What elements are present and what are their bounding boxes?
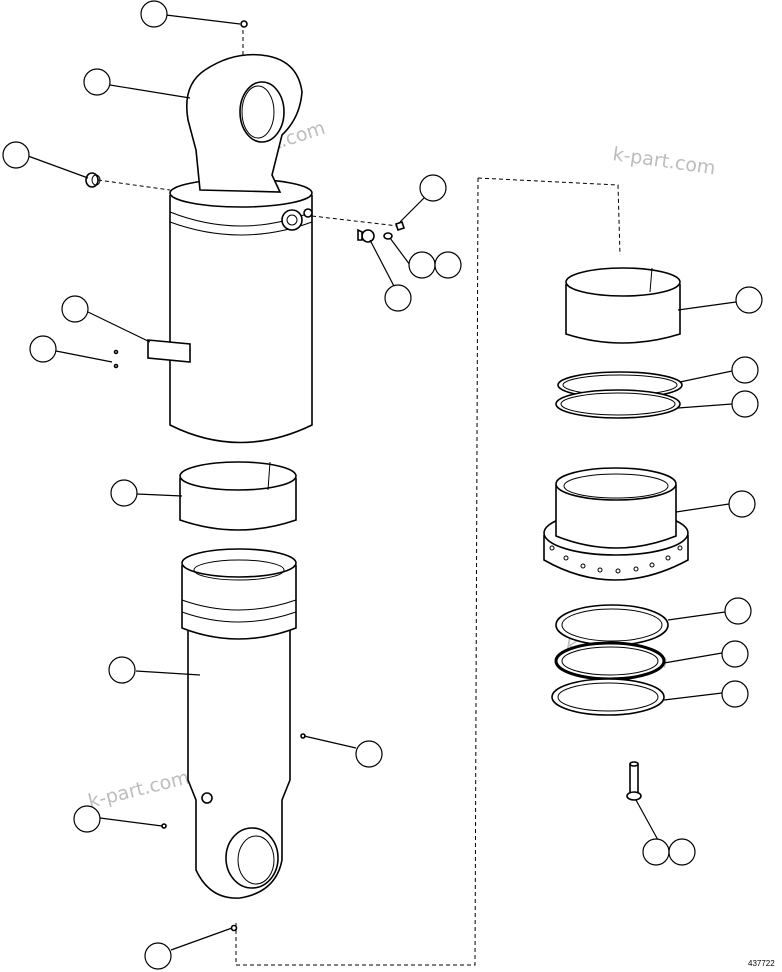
seal-ring-4 xyxy=(554,641,666,681)
bolt xyxy=(626,761,642,801)
seal-ring-3 xyxy=(555,604,669,646)
callout-14 xyxy=(144,942,172,970)
seal-ring-5 xyxy=(551,678,665,716)
callouts xyxy=(2,0,763,970)
bushing-right xyxy=(565,267,681,344)
callout-3 xyxy=(2,141,30,169)
top-bolt xyxy=(240,20,248,28)
port-fittings xyxy=(357,220,406,243)
callout-1 xyxy=(140,0,168,28)
callout-2 xyxy=(83,68,111,96)
seal-ring-2 xyxy=(555,389,681,419)
callout-23 xyxy=(668,838,696,866)
callout-10 xyxy=(110,479,138,507)
document-number: 437722 xyxy=(748,959,775,968)
callout-4 xyxy=(419,174,447,202)
callout-7 xyxy=(384,284,412,312)
port-path xyxy=(311,215,399,227)
assembly-path-line xyxy=(235,177,621,966)
piston-rod xyxy=(161,548,306,932)
callout-12 xyxy=(355,740,383,768)
callout-18 xyxy=(728,490,756,518)
callout-20 xyxy=(721,640,749,668)
callout-13 xyxy=(73,805,101,833)
callout-8 xyxy=(61,295,89,323)
callout-5 xyxy=(408,251,436,279)
callout-21 xyxy=(721,680,749,708)
callout-9 xyxy=(29,335,57,363)
cylinder-barrel xyxy=(113,20,313,444)
bushing-left xyxy=(179,461,297,531)
callout-19 xyxy=(724,597,752,625)
callout-22 xyxy=(642,838,670,866)
callout-11 xyxy=(108,656,136,684)
callout-15 xyxy=(735,286,763,314)
callout-17 xyxy=(731,390,759,418)
watermark-4: k-part.com xyxy=(86,766,192,812)
label-plate xyxy=(147,339,191,363)
grease-fitting-path xyxy=(97,179,171,191)
grease-fitting xyxy=(85,172,101,188)
callout-16 xyxy=(731,356,759,384)
watermark-2: k-part.com xyxy=(611,143,717,179)
piston-head xyxy=(543,467,689,581)
callout-6 xyxy=(434,251,462,279)
